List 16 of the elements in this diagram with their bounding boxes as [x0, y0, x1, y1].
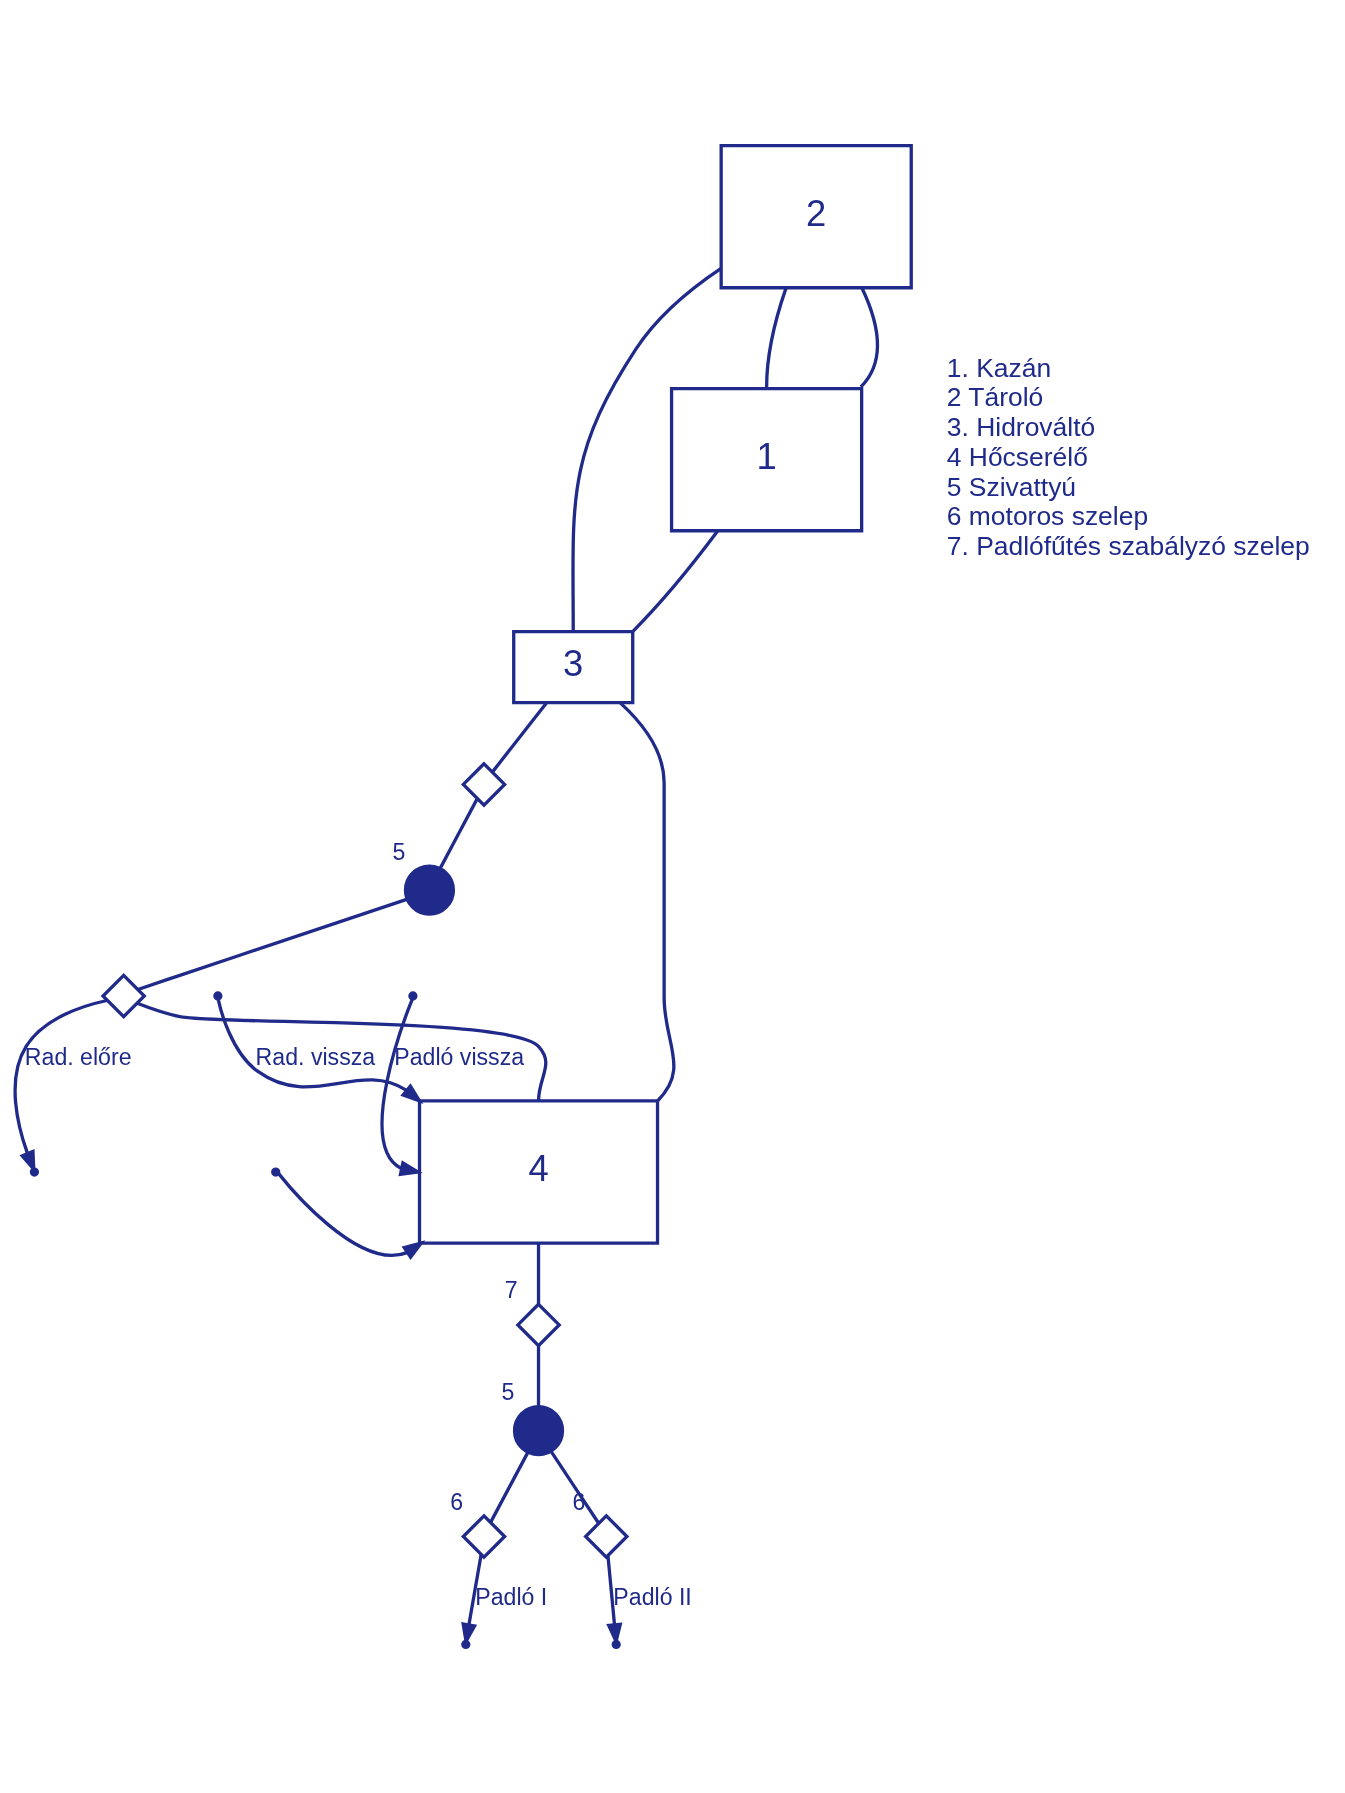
edge-label: Padló vissza — [394, 1043, 525, 1070]
label: 3. Hidrováltó — [946, 412, 1096, 443]
label: 4 Hőcserélő — [946, 441, 1088, 472]
label: 2 Tároló — [946, 382, 1044, 413]
node-label: 6 — [450, 1488, 464, 1515]
edge-label: Rad. vissza — [255, 1043, 376, 1070]
node-label: 5 — [501, 1379, 515, 1406]
label: 5 Szivattyú — [946, 471, 1077, 502]
node-label: 7 — [504, 1276, 518, 1303]
label: 1. Kazán — [946, 352, 1052, 383]
edge-label: Rad. előre — [24, 1043, 132, 1070]
node-label: 5 — [392, 838, 406, 865]
label: 7. Padlófűtés szabályzó szelep — [946, 531, 1310, 562]
edge-label: Padló II — [613, 1584, 692, 1611]
edge-label: Padló I — [475, 1584, 548, 1611]
label: 6 motoros szelep — [946, 501, 1149, 532]
